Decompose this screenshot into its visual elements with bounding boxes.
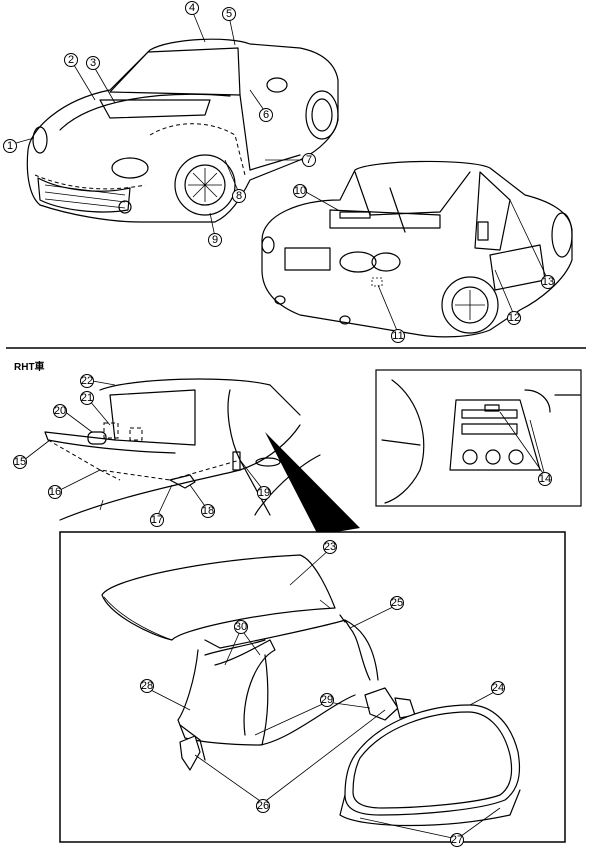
callout-17: 17 [150,513,164,527]
callout-13: 13 [541,275,555,289]
callout-22: 22 [80,374,94,388]
svg-text:23: 23 [324,541,336,553]
svg-text:6: 6 [263,109,269,121]
svg-text:16: 16 [49,486,61,498]
callout-21: 21 [80,391,94,405]
callout-12: 12 [507,311,521,325]
callout-24: 24 [491,681,505,695]
callout-23: 23 [323,540,337,554]
svg-text:2: 2 [68,54,74,66]
rht-section-label: RHT車 [14,362,45,373]
svg-text:17: 17 [151,514,163,526]
svg-text:14: 14 [539,473,551,485]
callout-26: 26 [256,799,270,813]
callout-3: 3 [86,56,100,70]
callout-5: 5 [222,7,236,21]
svg-text:28: 28 [141,680,153,692]
svg-text:27: 27 [451,834,463,846]
svg-text:22: 22 [81,375,93,387]
svg-text:10: 10 [294,185,306,197]
exploded-view [101,554,521,827]
callout-2: 2 [64,53,78,67]
callout-11: 11 [391,329,405,343]
callout-18: 18 [201,504,215,518]
svg-text:26: 26 [257,800,269,812]
callout-8: 8 [232,189,246,203]
svg-text:3: 3 [90,57,96,69]
svg-text:12: 12 [508,312,520,324]
interior-inset-frame [375,369,582,507]
svg-text:4: 4 [189,2,195,14]
svg-text:7: 7 [306,154,312,166]
svg-text:20: 20 [54,405,66,417]
callout-16: 16 [48,485,62,499]
callout-9: 9 [208,233,222,247]
svg-text:5: 5 [226,8,232,20]
callout-7: 7 [302,153,316,167]
zoom-arrow [265,432,360,535]
callout-19: 19 [257,486,271,500]
svg-text:29: 29 [321,694,333,706]
svg-text:1: 1 [7,140,13,152]
callout-15: 15 [13,455,27,469]
svg-text:24: 24 [492,682,504,694]
car-rear-view [261,160,573,338]
callout-10: 10 [293,184,307,198]
car-front-view [26,38,339,223]
callout-14: 14 [538,472,552,486]
svg-text:13: 13 [542,276,554,288]
callout-4: 4 [185,1,199,15]
svg-text:30: 30 [235,621,247,633]
svg-text:9: 9 [212,234,218,246]
callout-30: 30 [234,620,248,634]
svg-text:8: 8 [236,190,242,202]
svg-text:19: 19 [258,487,270,499]
callout-1: 1 [3,139,17,153]
callout-27: 27 [450,833,464,847]
callout-leaders [15,9,549,840]
interior-dash-view [381,379,581,504]
svg-text:21: 21 [81,392,93,404]
svg-text:25: 25 [391,597,403,609]
svg-text:18: 18 [202,505,214,517]
callout-28: 28 [140,679,154,693]
callout-25: 25 [390,596,404,610]
svg-text:11: 11 [392,330,403,342]
callout-markers: 1 2 3 4 5 6 7 8 9 10 11 12 13 14 15 16 1… [3,1,555,847]
callout-20: 20 [53,404,67,418]
callout-6: 6 [259,108,273,122]
callout-29: 29 [320,693,334,707]
svg-text:15: 15 [14,456,26,468]
